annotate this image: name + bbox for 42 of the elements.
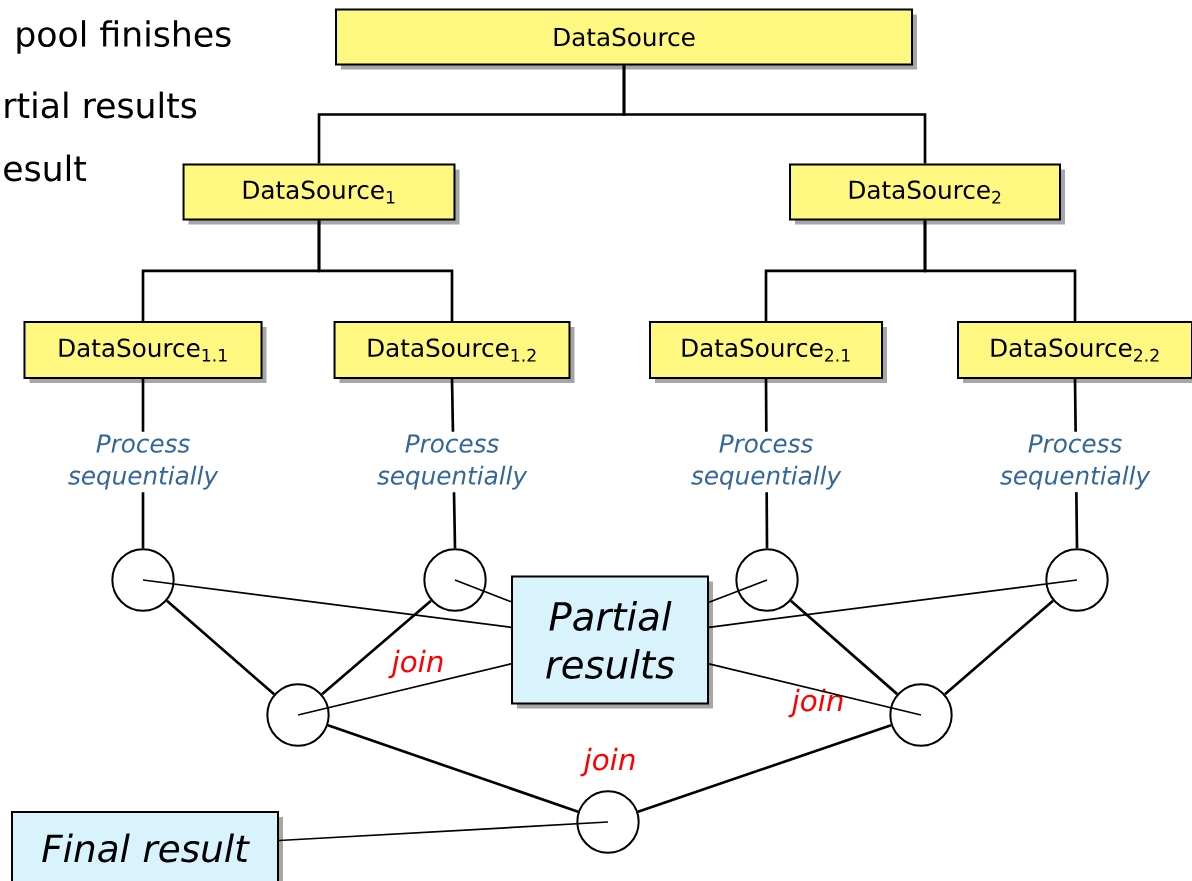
result-box: Final result [11, 811, 283, 881]
result-box: Partial results [511, 575, 713, 709]
leader-line [708, 662, 922, 716]
data-source-box: DataSource$_{1}$ [182, 163, 460, 225]
data-source-box: DataSource$_{2}$ [789, 163, 1065, 225]
leader-line [454, 579, 512, 603]
connector-line [327, 724, 579, 813]
connector-line [944, 599, 1054, 696]
tree-line [622, 65, 927, 164]
data-source-box: DataSource [335, 8, 917, 70]
leader-line [708, 579, 768, 604]
join-label: join [580, 747, 635, 777]
join-circle [1045, 548, 1109, 612]
data-source-box: DataSource$_{2.1}$ [649, 321, 887, 383]
leader-line [297, 662, 512, 716]
leader-line [142, 579, 512, 629]
join-label: join [788, 688, 843, 718]
edge-label: Process sequentially [68, 434, 219, 490]
connector-line [166, 599, 275, 696]
join-circle [111, 548, 175, 612]
edge-label: Process sequentially [1000, 434, 1151, 490]
join-label: join [388, 649, 443, 679]
connector-line [637, 723, 892, 813]
heading-text: esult [4, 154, 87, 182]
join-circle [576, 790, 640, 854]
leader-line [278, 821, 609, 842]
join-circle [266, 683, 330, 747]
data-source-box: DataSource$_{2.2}$ [957, 321, 1192, 383]
heading-text: rtial results [5, 91, 197, 119]
tree-line [317, 220, 454, 321]
data-source-box: DataSource$_{1.2}$ [333, 321, 575, 383]
connector-line [789, 599, 899, 696]
leader-line [708, 579, 1078, 629]
connector-line [321, 599, 432, 696]
join-circle [889, 683, 953, 747]
data-source-box: DataSource$_{1.1}$ [23, 321, 267, 383]
join-circle [423, 548, 487, 612]
heading-text: pool finishes [17, 20, 231, 54]
edge-label: Process sequentially [691, 434, 842, 490]
join-circle [735, 548, 799, 612]
tree-line [923, 220, 1077, 321]
edge-label: Process sequentially [377, 434, 528, 490]
